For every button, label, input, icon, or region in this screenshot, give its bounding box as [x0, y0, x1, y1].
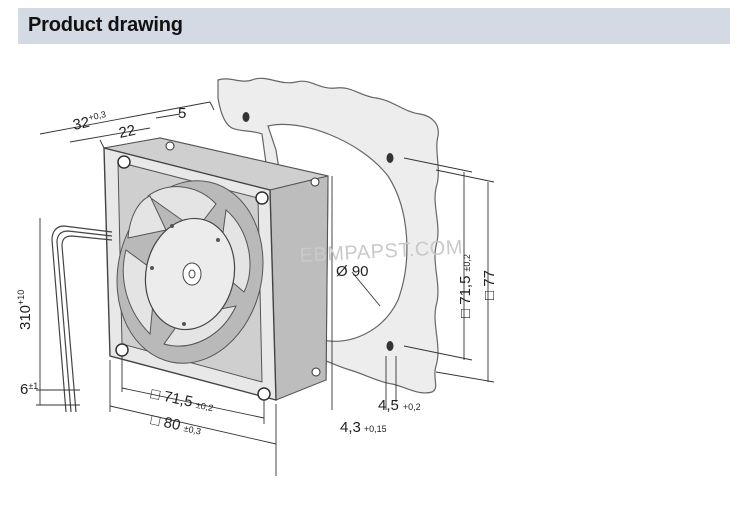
wire-strip-tol: ±1 — [28, 381, 38, 391]
hole-pitch-h-value: □ 71,5 — [149, 385, 194, 410]
svg-text:32+0,3: 32+0,3 — [71, 109, 108, 134]
dimension-labels: 32+0,3 22 5 310+10 6±1 □ 71,5±0,2 □ 80±0… — [16, 105, 498, 438]
frame-hole-br — [257, 387, 271, 401]
svg-text:4,3+0,15: 4,3+0,15 — [340, 419, 387, 436]
wire-strip-value: 6 — [20, 381, 28, 398]
cutout-dia-value: Ø 90 — [336, 263, 369, 280]
fan-body — [103, 137, 329, 401]
svg-text:□ 80±0,3: □ 80±0,3 — [149, 411, 203, 438]
mount-hole-value: 4,5 — [378, 397, 399, 414]
page-title: Product drawing — [28, 14, 183, 36]
frame-hole-tl — [117, 155, 131, 169]
panel-hole-tr — [386, 153, 394, 163]
hole-pitch-v-tol: ±0,2 — [462, 254, 472, 271]
panel-hole-br — [386, 341, 394, 351]
mount-hole-tol: +0,2 — [403, 402, 421, 412]
size-v-value: □ 77 — [481, 270, 498, 300]
cable-length-value: 310 — [17, 305, 34, 330]
frame-hole-tr — [255, 191, 269, 205]
svg-text:310+10: 310+10 — [16, 290, 34, 330]
hole-pitch-h-tol: ±0,2 — [195, 400, 214, 413]
size-h-value: □ 80 — [149, 411, 182, 434]
size-h-tol: ±0,3 — [183, 423, 202, 436]
header-bar: Product drawing — [18, 8, 730, 44]
hole-dia-value: 4,3 — [340, 419, 361, 436]
dimension-lines — [36, 101, 495, 476]
depth-total-tol: +0,3 — [87, 109, 106, 122]
depth-frame-value: 22 — [117, 122, 137, 142]
panel-hole-tl — [242, 112, 250, 122]
flange-value: 5 — [178, 105, 186, 122]
svg-text:□ 71,5±0,2: □ 71,5 ±0,2 — [457, 254, 474, 318]
svg-text:□ 71,5±0,2: □ 71,5±0,2 — [149, 385, 215, 415]
svg-text:4,5+0,2: 4,5 +0,2 — [378, 397, 421, 414]
hole-pitch-v-value: □ 71,5 — [457, 276, 474, 318]
frame-hole-bl — [115, 343, 129, 357]
svg-text:6±1: 6±1 — [20, 381, 38, 398]
depth-total-value: 32 — [71, 114, 91, 134]
hole-dia-tol: +0,15 — [364, 424, 387, 434]
cable — [51, 225, 113, 413]
cable-length-tol: +10 — [16, 290, 26, 305]
